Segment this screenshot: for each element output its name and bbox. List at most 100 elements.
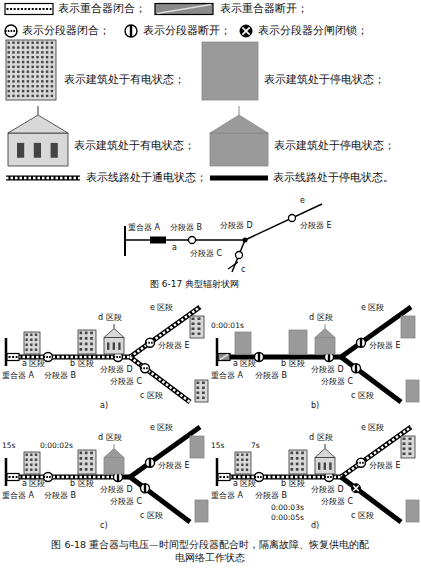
church-window	[107, 342, 109, 349]
part-label: c 区段	[140, 392, 163, 400]
building-window	[22, 51, 24, 53]
part-label: 分段器 C	[321, 498, 353, 506]
building-window	[403, 438, 406, 441]
part-label: 分段器 E	[158, 462, 190, 470]
building-window	[198, 318, 201, 321]
building-window	[46, 80, 48, 82]
building-window	[296, 468, 299, 471]
church-powered	[315, 458, 335, 475]
building-window	[246, 459, 248, 462]
building-window	[46, 42, 48, 44]
building-window	[26, 339, 28, 342]
church-window	[329, 462, 331, 469]
building-dark	[289, 330, 307, 354]
building-window	[8, 56, 10, 58]
legend-text: 表示建筑处于停电状态；	[274, 140, 395, 151]
building-window	[241, 464, 243, 467]
building-window	[12, 46, 14, 48]
church-spire	[114, 324, 115, 329]
recloser-closed-dots	[7, 8, 52, 10]
building-window	[35, 454, 37, 457]
building-window	[409, 438, 412, 441]
building-window	[85, 452, 88, 455]
building-window	[36, 42, 38, 44]
building-window	[46, 51, 48, 53]
building-window	[22, 42, 24, 44]
building-window	[237, 459, 239, 462]
building-window	[35, 344, 37, 347]
church-spire	[38, 106, 39, 115]
building-window	[202, 392, 205, 395]
part-label: b 区段	[70, 360, 94, 368]
energized-line-dots	[48, 356, 118, 358]
sectionalizer-symbol	[189, 237, 196, 244]
building-window	[36, 95, 38, 97]
building-window	[22, 71, 24, 73]
building-window	[30, 344, 32, 347]
building-window	[90, 463, 93, 466]
building-window	[85, 348, 88, 351]
building-window	[41, 71, 43, 73]
building-dark	[401, 316, 415, 338]
building-window	[26, 464, 28, 467]
part-label: e 区段	[150, 304, 173, 312]
building-window	[85, 332, 88, 335]
part-label: e 区段	[150, 424, 173, 432]
part-label: c 区段	[140, 512, 163, 520]
building-window	[403, 443, 406, 446]
building-window	[8, 71, 10, 73]
building-window	[32, 56, 34, 58]
church-spire	[239, 106, 240, 115]
building-window	[85, 463, 88, 466]
church-dark	[315, 338, 335, 355]
building-window	[12, 75, 14, 77]
building-window	[12, 66, 14, 68]
building-window	[46, 85, 48, 87]
busbar	[216, 458, 219, 486]
building-window	[291, 463, 294, 466]
building-window	[80, 343, 83, 346]
building-window	[22, 85, 24, 87]
sectionalizer-open-bar	[144, 484, 146, 493]
building-window	[12, 90, 14, 92]
recloser-open-shine	[157, 5, 211, 14]
building-window	[51, 80, 53, 82]
sectionalizer-closed-bar	[146, 342, 155, 344]
building-window	[26, 334, 28, 337]
building-window	[46, 56, 48, 58]
church-spire	[325, 444, 326, 449]
church-window	[324, 462, 326, 469]
building-window	[80, 457, 83, 460]
sectionalizer-closed	[141, 364, 150, 373]
legend-text: 表示分段器分闸闭锁；	[258, 25, 368, 36]
panel-letter: c)	[100, 522, 108, 530]
building-window	[41, 56, 43, 58]
energized-line	[130, 307, 200, 357]
busbar	[216, 338, 219, 366]
sectionalizer-open	[357, 338, 366, 347]
building-window	[41, 75, 43, 77]
building-window	[12, 51, 14, 53]
building-window	[27, 46, 29, 48]
building-window	[12, 42, 14, 44]
part-label: 分段器 E	[369, 342, 401, 350]
time-label: 0:00:03s	[271, 504, 304, 512]
legend-text: 表示重合器断开；	[220, 3, 308, 14]
building-window	[409, 453, 412, 456]
busbar	[5, 458, 8, 486]
building-window	[8, 61, 10, 63]
energized-line	[6, 176, 80, 181]
part-label: 分段器 D	[311, 366, 344, 374]
building-window	[80, 332, 83, 335]
building-window	[41, 42, 43, 44]
building-window	[17, 42, 19, 44]
sectionalizer-closed	[146, 338, 155, 347]
building-window	[8, 90, 10, 92]
part-label: d 区段	[98, 314, 122, 322]
time-label: 0:00:05s	[271, 514, 304, 522]
legend-text: 表示线路处于停电状态。	[273, 172, 394, 183]
energized-line	[48, 475, 118, 480]
figure-caption: 图 6-18 重合器与电压—时间型分段器配合时，隔离故障、恢复供电的配电网络工作…	[50, 538, 370, 565]
church-roof	[210, 115, 268, 133]
building-window	[291, 468, 294, 471]
